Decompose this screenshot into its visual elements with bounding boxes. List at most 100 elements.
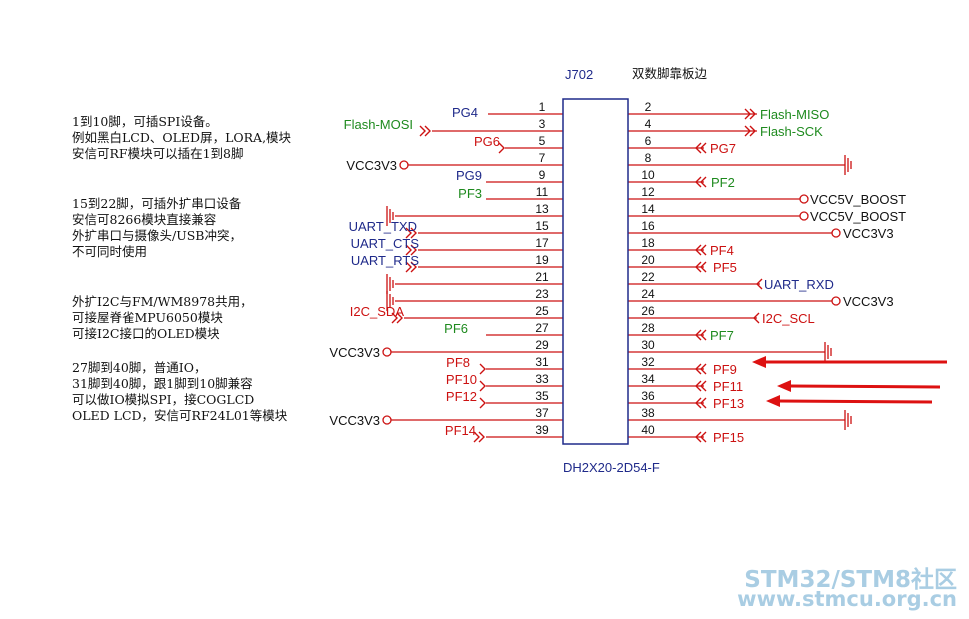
ground-symbol xyxy=(844,155,852,175)
port-marker xyxy=(479,397,486,409)
port-marker xyxy=(419,125,426,137)
net-labels: PG4Flash-MOSIPG6VCC3V3PG9PF3UART_TXDUART… xyxy=(329,105,906,445)
wires xyxy=(391,113,845,438)
note-line: 31脚到40脚，跟1脚到10脚兼容 xyxy=(72,376,253,391)
ground-symbol xyxy=(844,410,852,430)
pin-number: 13 xyxy=(535,202,549,216)
net-label: PF13 xyxy=(713,396,744,411)
pin-numbers: 1357911131517192123252729313335373924681… xyxy=(535,100,655,437)
net-label: PF7 xyxy=(710,328,734,343)
pin-number: 20 xyxy=(641,253,655,267)
arrow-head xyxy=(766,395,780,407)
net-label: VCC3V3 xyxy=(329,413,380,428)
port-marker xyxy=(396,312,403,324)
pin-number: 18 xyxy=(641,236,655,250)
net-label: UART_CTS xyxy=(351,236,420,251)
pin-number: 25 xyxy=(535,304,549,318)
net-label: UART_RTS xyxy=(351,253,419,268)
port-marker xyxy=(695,261,702,273)
pin-number: 36 xyxy=(641,389,655,403)
note-line: 可接I2C接口的OLED模块 xyxy=(72,326,220,341)
pin-number: 8 xyxy=(645,151,652,165)
port-marker xyxy=(700,261,707,273)
port-marker xyxy=(695,380,702,392)
pin-number: 29 xyxy=(535,338,549,352)
pin-number: 3 xyxy=(539,117,546,131)
note-line: 27脚到40脚，普通IO， xyxy=(72,360,207,375)
port-marker xyxy=(756,278,763,290)
pin-number: 34 xyxy=(641,372,655,386)
net-label: I2C_SDA xyxy=(350,304,405,319)
pin-number: 26 xyxy=(641,304,655,318)
net-symbols xyxy=(382,108,852,443)
power-terminal xyxy=(799,194,809,204)
net-label: VCC3V3 xyxy=(329,345,380,360)
watermark-title: STM32/STM8社区 xyxy=(744,567,957,593)
power-terminal xyxy=(382,347,392,357)
pin-number: 12 xyxy=(641,185,655,199)
board-edge-note: 双数脚靠板边 xyxy=(632,66,708,81)
port-marker xyxy=(700,431,707,443)
ground-symbol xyxy=(386,206,394,226)
pin-number: 11 xyxy=(536,185,549,199)
pin-number: 7 xyxy=(539,151,546,165)
net-label: VCC3V3 xyxy=(346,158,397,173)
note-line: OLED LCD，安信可RF24L01等模块 xyxy=(72,408,288,423)
pin-number: 14 xyxy=(641,202,655,216)
ground-symbol xyxy=(386,274,394,294)
net-label: Flash-MOSI xyxy=(344,117,413,132)
port-marker xyxy=(695,142,702,154)
pin-number: 23 xyxy=(535,287,549,301)
pin-number: 39 xyxy=(535,423,549,437)
port-marker xyxy=(749,108,756,120)
port-marker xyxy=(700,397,707,409)
port-marker xyxy=(753,312,760,324)
net-label: PG6 xyxy=(474,134,500,149)
pin-number: 19 xyxy=(535,253,549,267)
arrow-shaft xyxy=(788,384,941,389)
connector-body xyxy=(562,98,629,445)
net-label: PF9 xyxy=(713,362,737,377)
ground-symbol xyxy=(386,291,394,311)
note-line: 外扩I2C与FM/WM8978共用， xyxy=(72,294,253,309)
net-label: UART_TXD xyxy=(349,219,417,234)
port-marker xyxy=(479,363,486,375)
port-marker xyxy=(744,108,751,120)
pin-number: 24 xyxy=(641,287,655,301)
port-marker xyxy=(700,244,707,256)
note-line: 例如黑白LCD、OLED屏，LORA,模块 xyxy=(72,130,292,145)
net-label: PF12 xyxy=(446,389,477,404)
note-io: 27脚到40脚，普通IO，31脚到40脚，跟1脚到10脚兼容可以做IO模拟SPI… xyxy=(72,360,287,424)
port-marker xyxy=(695,329,702,341)
port-marker xyxy=(424,125,431,137)
note-spi: 1到10脚，可插SPI设备。例如黑白LCD、OLED屏，LORA,模块安信可RF… xyxy=(72,114,291,162)
port-marker xyxy=(695,363,702,375)
net-label: PG4 xyxy=(452,105,478,120)
port-marker xyxy=(700,363,707,375)
port-marker xyxy=(405,261,412,273)
note-line: 15到22脚，可插外扩串口设备 xyxy=(72,196,242,211)
pin-number: 35 xyxy=(535,389,549,403)
pin-number: 33 xyxy=(535,372,549,386)
note-line: 安信可RF模块可以插在1到8脚 xyxy=(72,146,244,161)
port-marker xyxy=(410,244,417,256)
net-label: PF11 xyxy=(713,379,743,394)
pin-number: 22 xyxy=(641,270,655,284)
net-label: PF14 xyxy=(445,423,476,438)
pin-number: 15 xyxy=(535,219,549,233)
pin-number: 6 xyxy=(645,134,652,148)
arrow-shaft xyxy=(777,399,933,404)
port-marker xyxy=(410,227,417,239)
port-marker xyxy=(473,431,480,443)
connector-ref: J702 xyxy=(565,67,593,82)
pin-number: 21 xyxy=(535,270,549,284)
port-marker xyxy=(700,380,707,392)
power-terminal xyxy=(831,228,841,238)
pin-number: 4 xyxy=(645,117,652,131)
pin-number: 2 xyxy=(645,100,652,114)
power-terminal xyxy=(799,211,809,221)
net-label: UART_RXD xyxy=(764,277,834,292)
port-marker xyxy=(700,329,707,341)
port-marker xyxy=(410,261,417,273)
port-marker xyxy=(695,431,702,443)
